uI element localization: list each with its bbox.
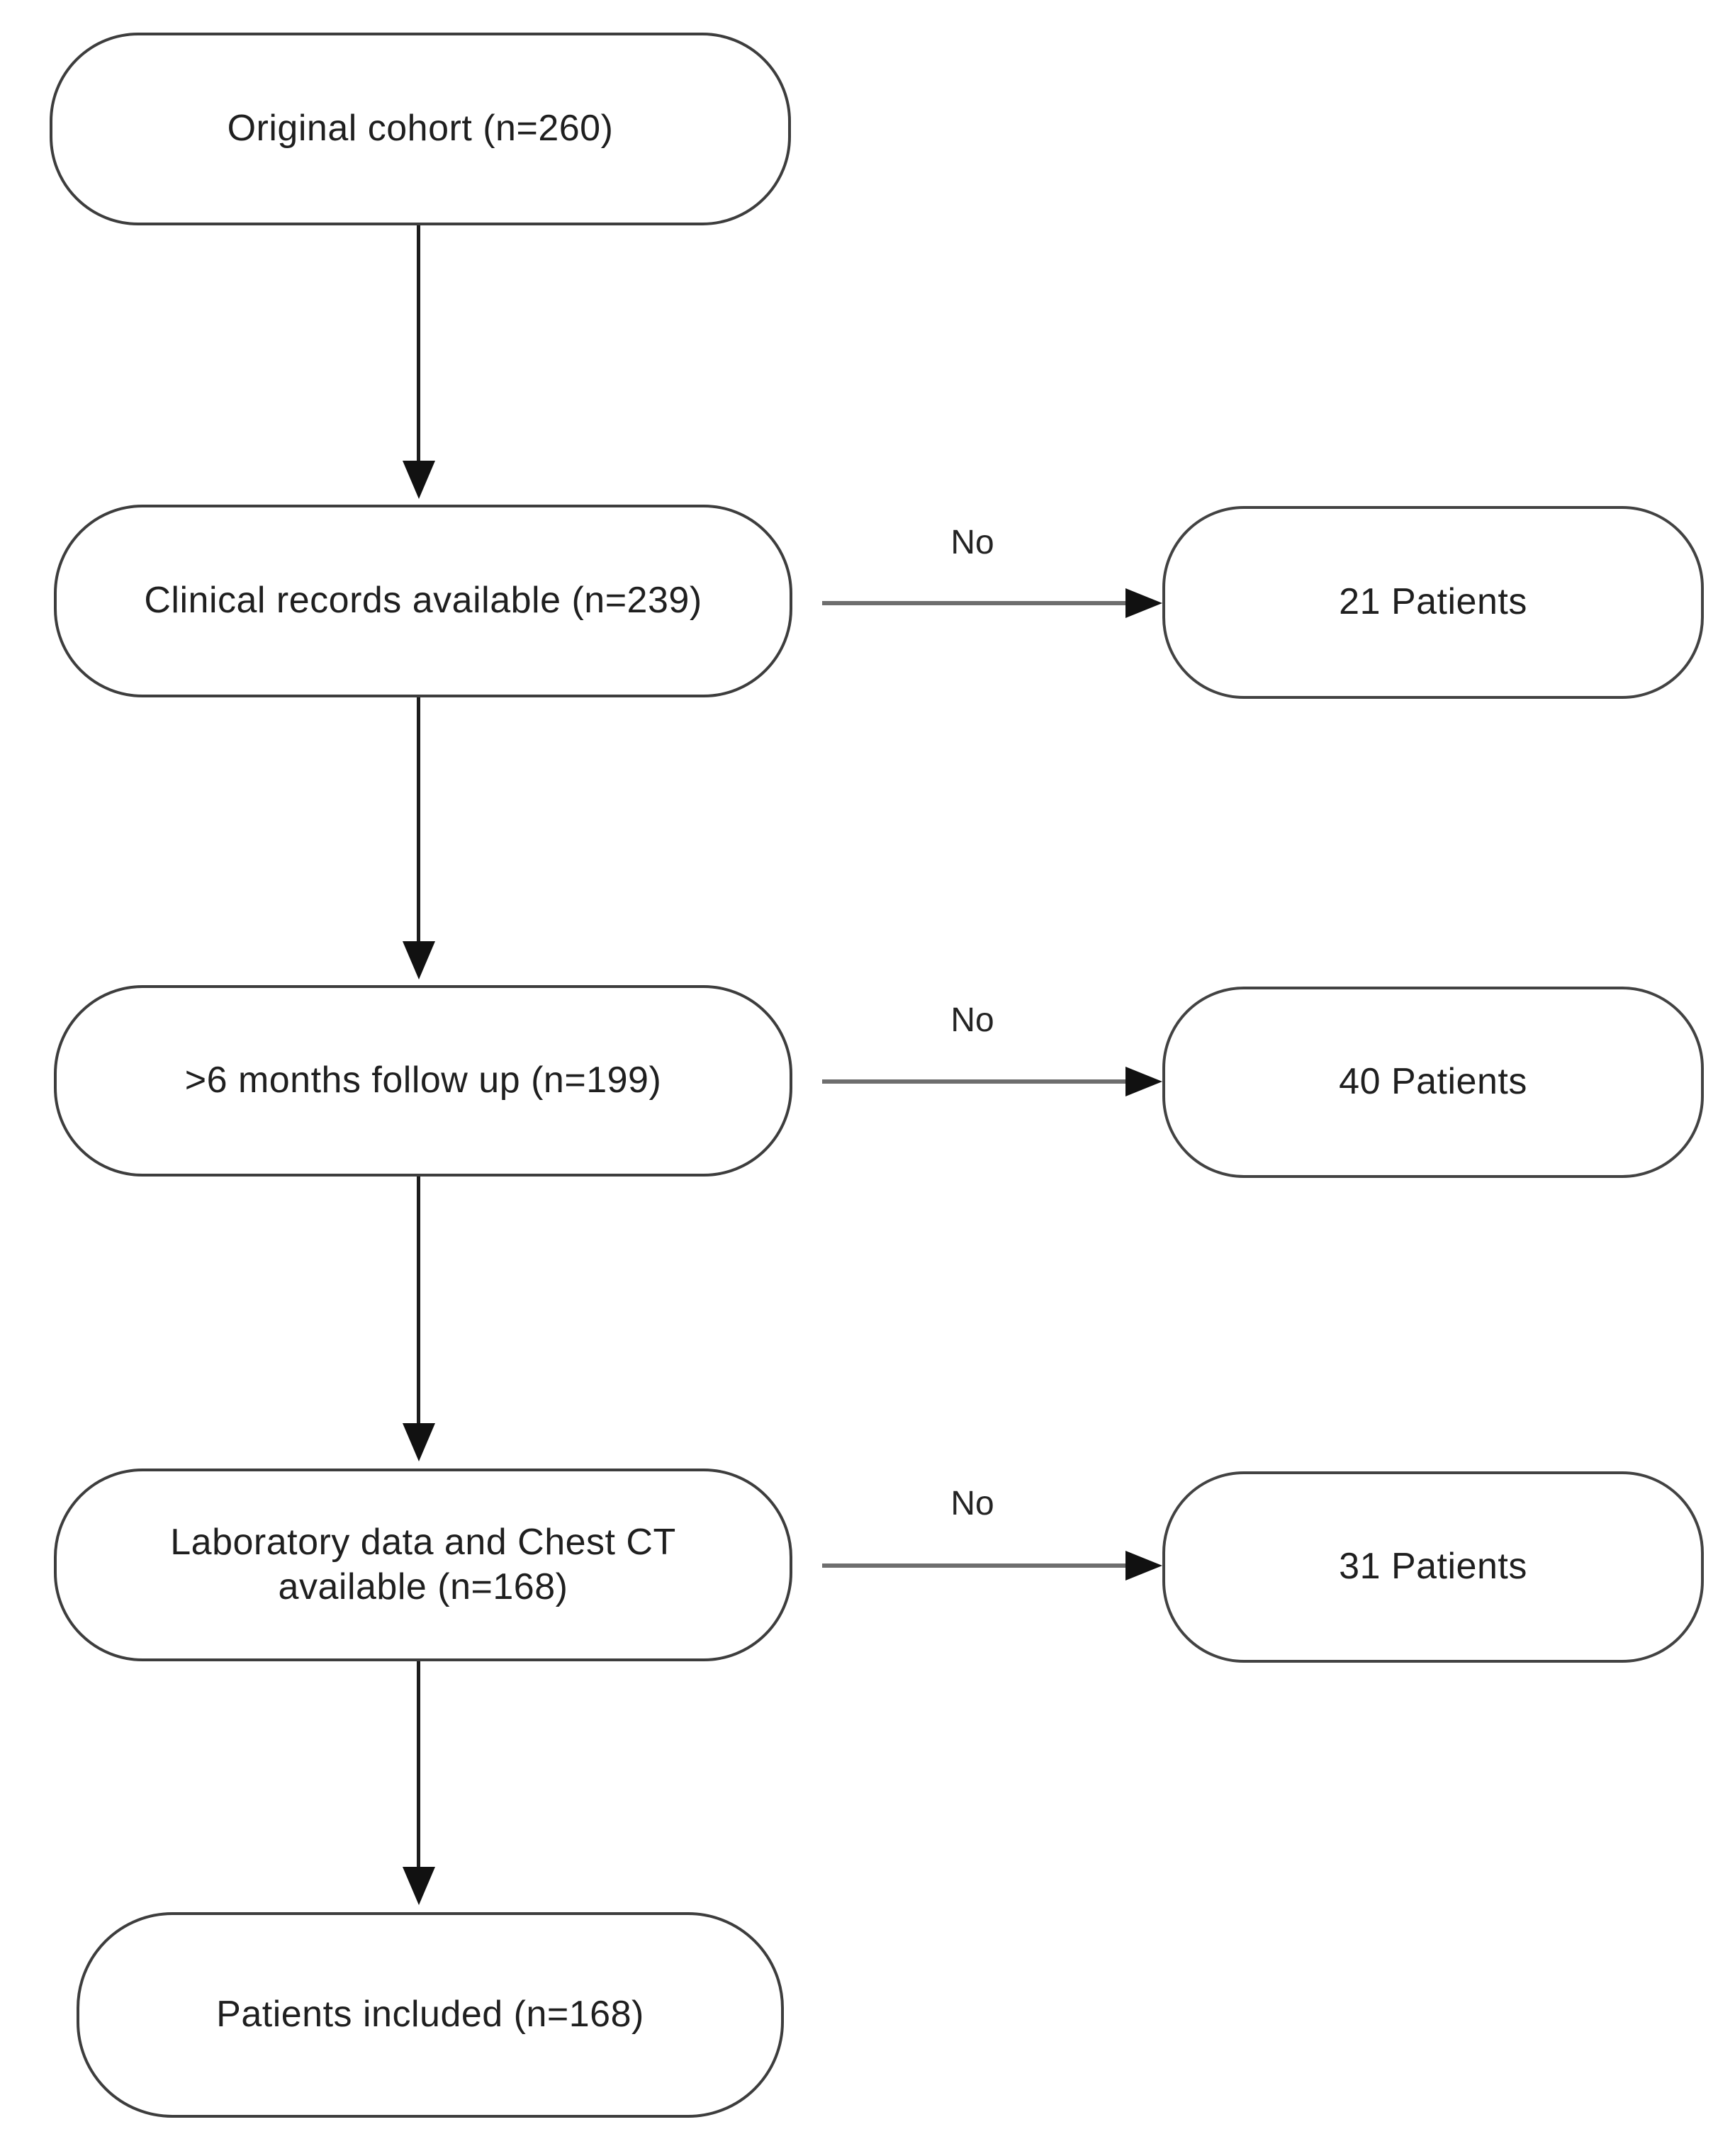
arrowhead-down-icon: [403, 1423, 435, 1461]
arrowhead-right-icon: [1125, 1067, 1162, 1096]
node-excluded-21-patients-label: 21 Patients: [1339, 581, 1527, 623]
arrowhead-right-icon: [1125, 588, 1162, 618]
edge-label-no: No: [950, 1485, 994, 1522]
node-laboratory-label-line1: Laboratory data and Chest CT: [170, 1521, 676, 1563]
edge-line: [417, 225, 420, 461]
node-original-cohort: Original cohort (n=260): [50, 33, 791, 225]
edge-line: [417, 697, 420, 941]
node-followup-label: >6 months follow up (n=199): [184, 1060, 662, 1101]
node-excluded-40-patients-label: 40 Patients: [1339, 1061, 1527, 1103]
edge-line: [822, 601, 1127, 605]
node-excluded-31-patients: 31 Patients: [1162, 1471, 1704, 1663]
node-excluded-21-patients: 21 Patients: [1162, 506, 1704, 699]
arrowhead-right-icon: [1125, 1551, 1162, 1580]
edge-label-no: No: [950, 1001, 994, 1039]
node-laboratory-label-line2: available (n=168): [278, 1566, 568, 1607]
edge-line: [822, 1079, 1127, 1084]
edge-line: [417, 1177, 420, 1423]
node-clinical-records: Clinical records available (n=239): [54, 505, 792, 697]
node-clinical-records-label: Clinical records available (n=239): [144, 580, 702, 622]
node-patients-included-label: Patients included (n=168): [216, 1994, 644, 2036]
node-patients-included: Patients included (n=168): [77, 1912, 784, 2118]
edge-label-no: No: [950, 524, 994, 561]
node-followup: >6 months follow up (n=199): [54, 985, 792, 1177]
edge-line: [822, 1563, 1127, 1568]
arrowhead-down-icon: [403, 461, 435, 499]
node-excluded-31-patients-label: 31 Patients: [1339, 1546, 1527, 1588]
arrowhead-down-icon: [403, 941, 435, 979]
node-original-cohort-label: Original cohort (n=260): [227, 108, 614, 150]
arrowhead-down-icon: [403, 1867, 435, 1905]
node-laboratory: Laboratory data and Chest CT available (…: [54, 1469, 792, 1661]
node-excluded-40-patients: 40 Patients: [1162, 987, 1704, 1178]
edge-line: [417, 1661, 420, 1867]
